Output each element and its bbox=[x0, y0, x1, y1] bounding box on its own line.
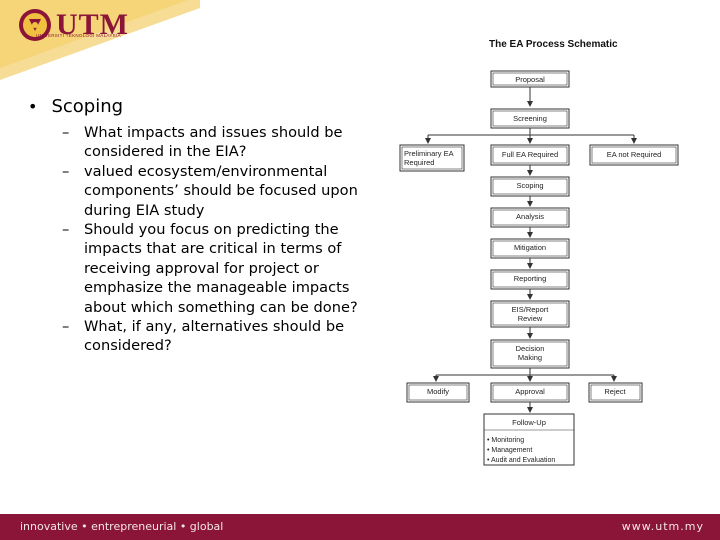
label-reporting: Reporting bbox=[514, 274, 547, 283]
box-ea-not bbox=[589, 144, 679, 166]
footer-url: www.utm.my bbox=[621, 520, 704, 533]
box-decision bbox=[490, 339, 570, 369]
schematic-title: The EA Process Schematic bbox=[489, 39, 618, 50]
label-analysis: Analysis bbox=[516, 212, 544, 221]
footer-bar: innovative • entrepreneurial • global ww… bbox=[0, 514, 720, 540]
box-analysis bbox=[490, 207, 570, 228]
label-ea-not: EA not Required bbox=[607, 150, 662, 159]
followup-item-audit: • Audit and Evaluation bbox=[487, 457, 555, 464]
box-reporting bbox=[490, 269, 570, 290]
label-scoping: Scoping bbox=[516, 181, 543, 190]
label-modify: Modify bbox=[427, 387, 449, 396]
box-reject bbox=[588, 382, 643, 403]
label-reject: Reject bbox=[604, 387, 626, 396]
main-bullet-text: Scoping bbox=[51, 96, 124, 117]
label-eis-2: Review bbox=[518, 314, 543, 323]
sub-bullet: –What, if any, alternatives should be co… bbox=[62, 317, 378, 356]
label-mitigation: Mitigation bbox=[514, 243, 546, 252]
sub-bullet-text: What impacts and issues should be consid… bbox=[84, 124, 343, 161]
main-bullet: • Scoping bbox=[28, 96, 378, 117]
label-screening: Screening bbox=[513, 114, 547, 123]
utm-crest-icon bbox=[19, 9, 51, 41]
label-full-ea: Full EA Required bbox=[502, 150, 558, 159]
utm-logo: UTM bbox=[18, 8, 129, 42]
sub-bullet-text: valued ecosystem/environmental component… bbox=[84, 162, 358, 219]
sub-bullet: –valued ecosystem/environmental componen… bbox=[62, 162, 378, 220]
sub-bullet: –Should you focus on predicting the impa… bbox=[62, 220, 378, 317]
box-modify bbox=[406, 382, 470, 403]
label-follow-up: Follow-Up bbox=[512, 418, 546, 427]
scoping-bullets: • Scoping –What impacts and issues shoul… bbox=[28, 96, 378, 356]
box-proposal bbox=[490, 70, 570, 88]
logo-text: UTM bbox=[56, 8, 129, 41]
logo-subtitle: UNIVERSITI TEKNOLOGI MALAYSIA bbox=[36, 33, 121, 38]
label-proposal: Proposal bbox=[515, 75, 545, 84]
label-approval: Approval bbox=[515, 387, 545, 396]
label-eis-1: EIS/Report bbox=[512, 305, 550, 314]
box-screening bbox=[490, 108, 570, 129]
box-follow-up bbox=[483, 413, 575, 466]
followup-item-management: • Management bbox=[487, 447, 532, 454]
sub-bullet: –What impacts and issues should be consi… bbox=[62, 123, 378, 162]
dash: – bbox=[62, 162, 70, 180]
dash: – bbox=[62, 124, 70, 141]
sub-bullet-text: What, if any, alternatives should be con… bbox=[84, 318, 345, 355]
dash: – bbox=[62, 318, 70, 336]
sub-bullet-list: –What impacts and issues should be consi… bbox=[28, 123, 378, 356]
box-eis-review bbox=[490, 300, 570, 328]
box-scoping bbox=[490, 176, 570, 197]
bullet-dot: • bbox=[28, 97, 38, 116]
followup-item-monitoring: • Monitoring bbox=[487, 437, 524, 444]
label-preliminary-1: Preliminary EA bbox=[404, 149, 454, 158]
box-mitigation bbox=[490, 238, 570, 259]
footer-tagline: innovative • entrepreneurial • global bbox=[20, 520, 224, 533]
label-decision-1: Decision bbox=[516, 344, 545, 353]
box-full-ea bbox=[490, 144, 570, 166]
label-preliminary-2: Required bbox=[404, 158, 434, 167]
box-approval bbox=[490, 382, 570, 403]
box-preliminary bbox=[399, 144, 465, 172]
label-decision-2: Making bbox=[518, 353, 542, 362]
sub-bullet-text: Should you focus on predicting the impac… bbox=[84, 221, 358, 316]
dash: – bbox=[62, 221, 70, 239]
